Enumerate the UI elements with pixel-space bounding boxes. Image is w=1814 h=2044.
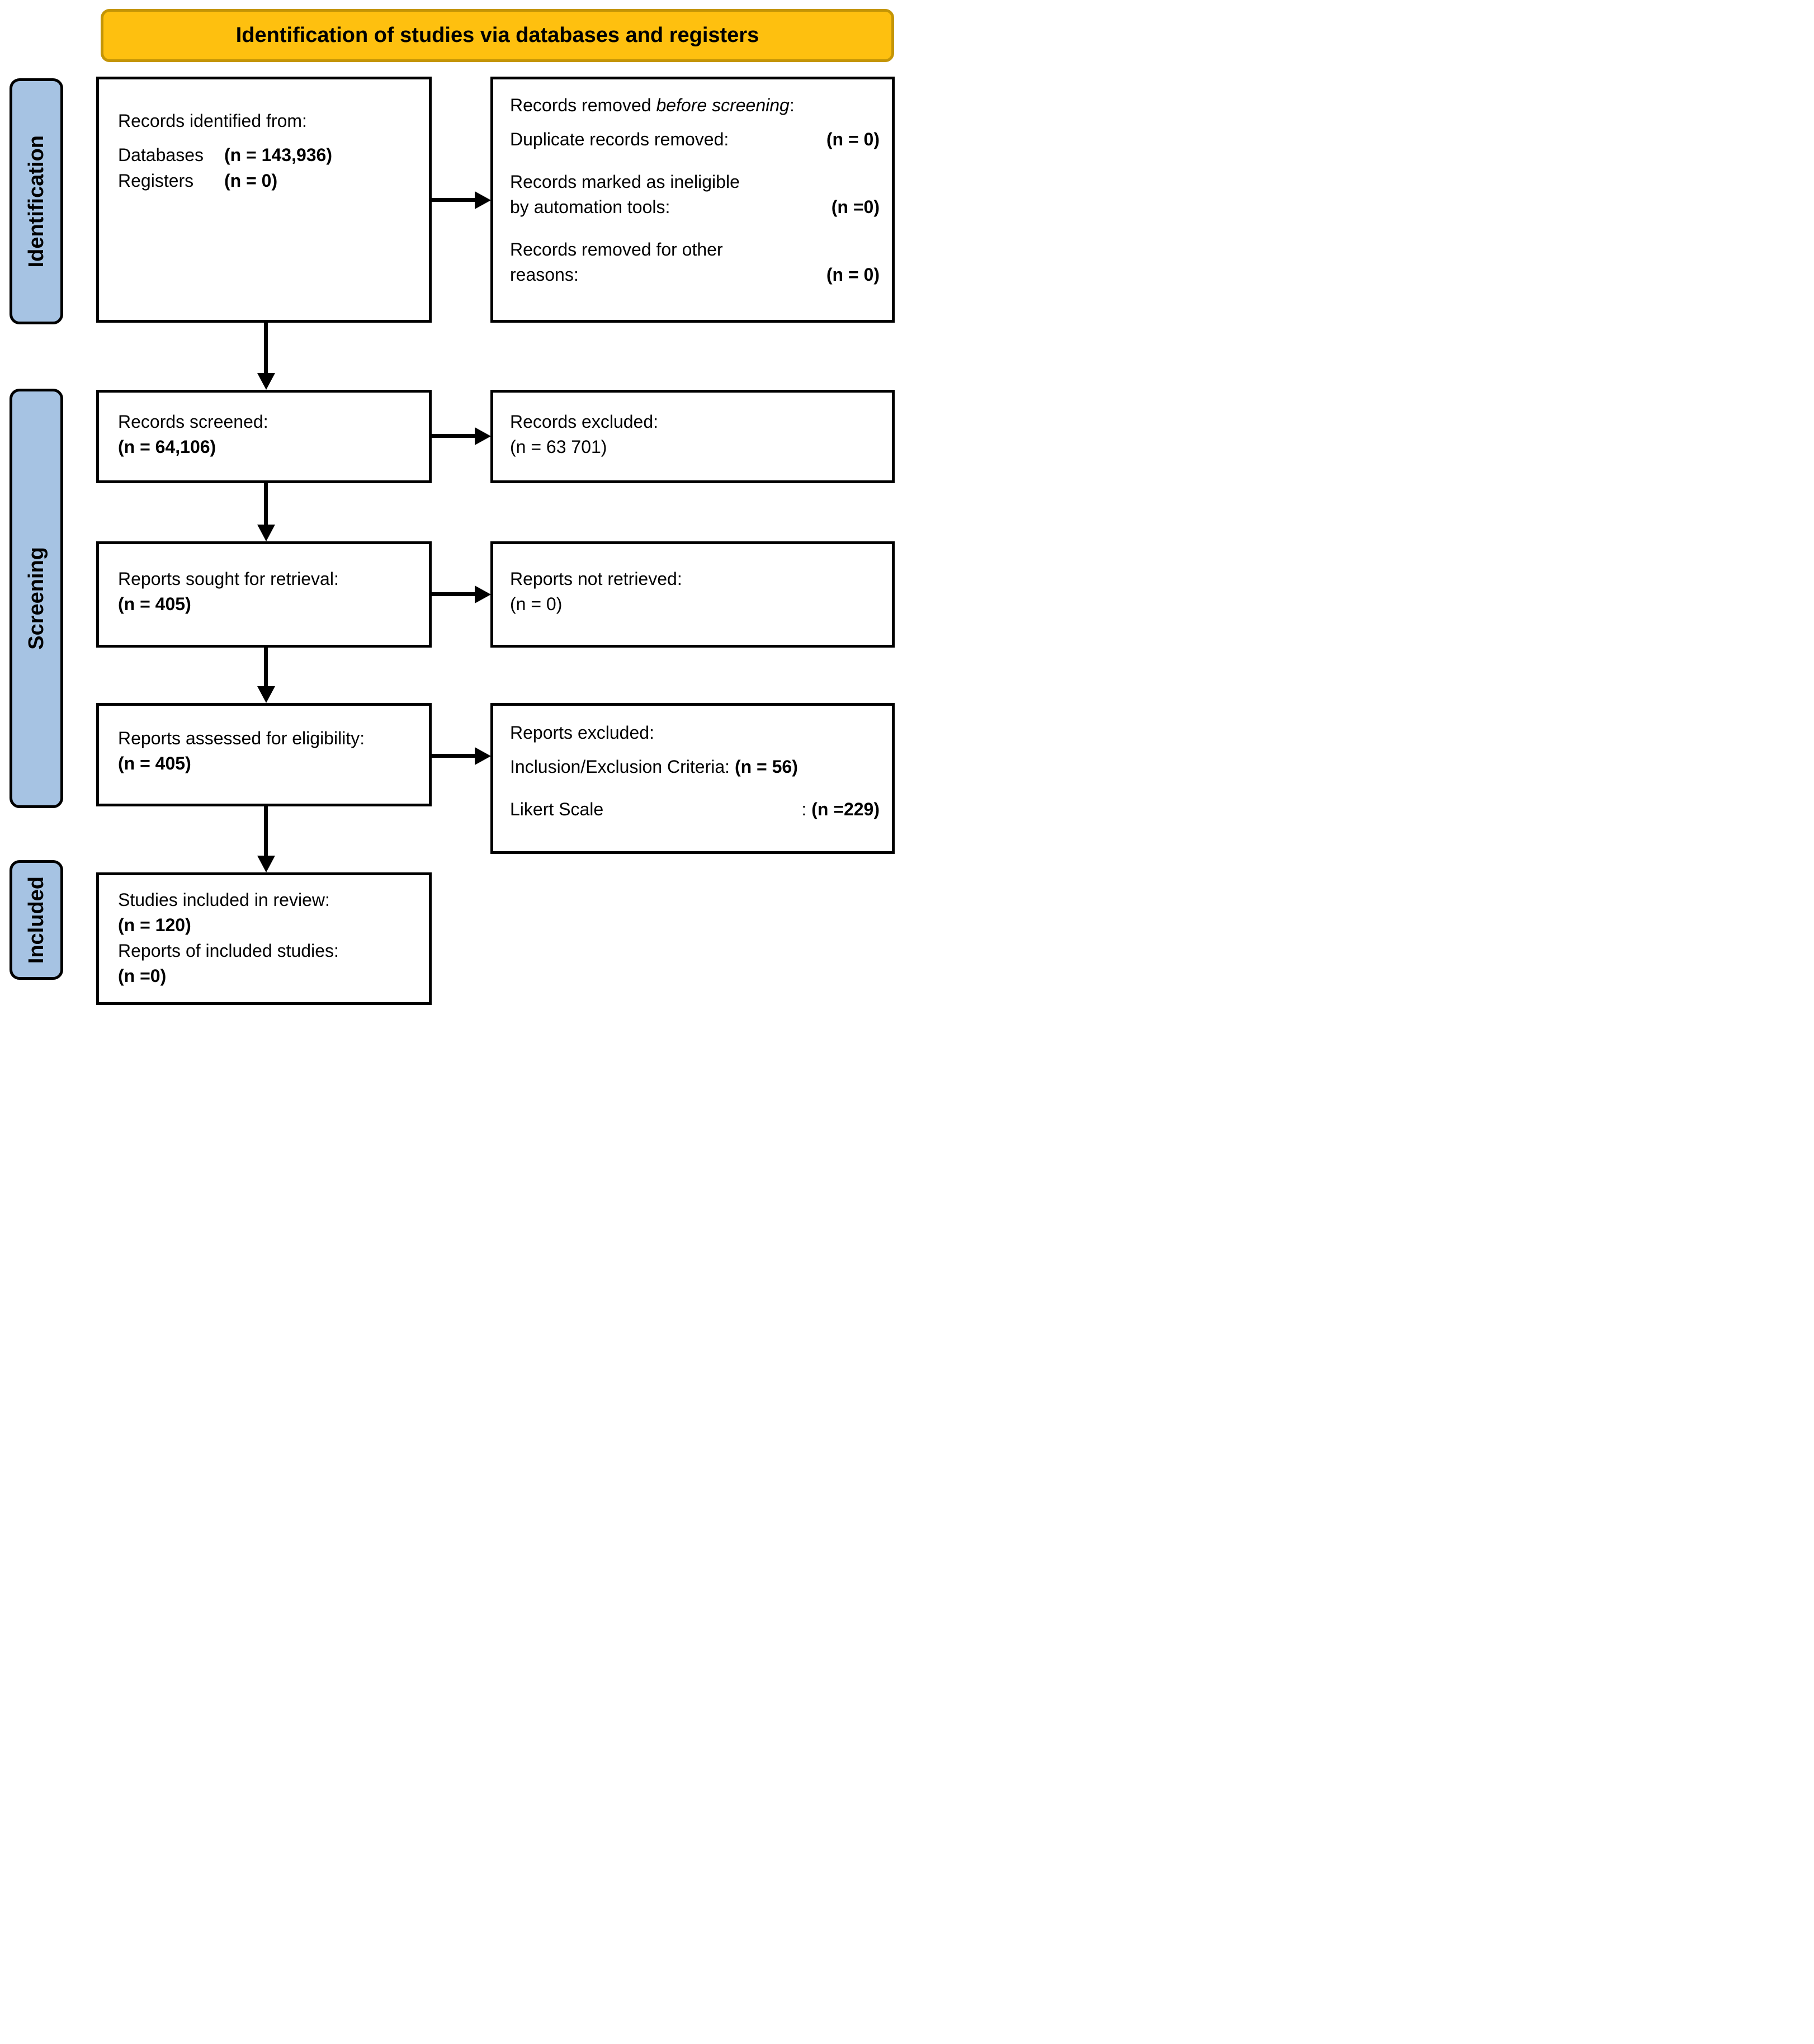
box-records-identified: Records identified from: Databases (n = … [96, 77, 432, 323]
arrow-head-icon [475, 191, 491, 209]
reports-not-retrieved-count: (n = 0) [510, 594, 563, 615]
spacer [510, 118, 880, 127]
likert-separator: : [801, 799, 812, 819]
arrow-stem [432, 592, 475, 596]
arrow-stem [264, 648, 268, 687]
box-reports-not-retrieved: Reports not retrieved: (n = 0) [490, 541, 895, 648]
other-reasons-label-line1: Records removed for other [510, 239, 723, 259]
arrow-stem [432, 198, 475, 202]
registers-label: Registers [118, 170, 194, 191]
box-records-excluded: Records excluded: (n = 63 701) [490, 390, 895, 483]
records-identified-registers-row: Registers (n = 0) [118, 168, 423, 193]
records-identified-databases-row: Databases (n = 143,936) [118, 143, 423, 168]
automation-label-line1: Records marked as ineligible [510, 171, 740, 192]
spacer [510, 745, 880, 754]
phase-tab-identification: Identification [10, 78, 63, 324]
records-excluded-count: (n = 63 701) [510, 437, 607, 457]
arrow-head-icon [257, 856, 275, 872]
reports-included-count: (n =0) [118, 966, 167, 986]
records-removed-heading-prefix: Records removed [510, 95, 656, 115]
criteria-count: (n = 56) [734, 757, 798, 777]
duplicates-count: (n = 0) [826, 129, 880, 150]
arrow-stem [432, 754, 475, 758]
arrow-head-icon [257, 525, 275, 541]
spacer [118, 134, 423, 143]
likert-count-group: : (n =229) [801, 797, 880, 822]
other-reasons-entry: Records removed for other reasons: (n = … [510, 237, 880, 288]
automation-count: (n =0) [831, 197, 880, 218]
likert-entry: Likert Scale : (n =229) [510, 797, 880, 822]
spacer [510, 153, 880, 169]
arrow-stem [264, 806, 268, 856]
reports-excluded-heading: Reports excluded: [510, 723, 654, 743]
likert-count: (n =229) [811, 799, 880, 819]
reports-sought-count: (n = 405) [118, 594, 191, 615]
likert-label: Likert Scale [510, 799, 604, 819]
reports-included-label: Reports of included studies: [118, 940, 339, 961]
spacer [510, 780, 880, 797]
records-screened-label: Records screened: [118, 412, 268, 432]
automation-label-line2: by automation tools: [510, 197, 670, 218]
databases-count: (n = 143,936) [224, 145, 332, 166]
automation-label: Records marked as ineligible by automati… [510, 169, 740, 220]
records-screened-count: (n = 64,106) [118, 437, 216, 457]
phase-tab-identification-label: Identification [24, 135, 48, 268]
box-records-removed: Records removed before screening: Duplic… [490, 77, 895, 323]
phase-tab-included: Included [10, 860, 63, 980]
phase-tab-included-label: Included [24, 876, 48, 964]
reports-assessed-count: (n = 405) [118, 753, 191, 774]
automation-entry: Records marked as ineligible by automati… [510, 169, 880, 220]
arrow-head-icon [257, 373, 275, 390]
box-studies-included: Studies included in review: (n = 120) Re… [96, 872, 432, 1005]
other-reasons-count: (n = 0) [826, 265, 880, 285]
phase-tab-screening-label: Screening [24, 547, 48, 650]
arrow-head-icon [475, 586, 491, 603]
records-removed-heading-italic: before screening [656, 95, 790, 115]
criteria-label: Inclusion/Exclusion Criteria: [510, 757, 730, 777]
databases-label: Databases [118, 145, 204, 166]
records-removed-heading-suffix: : [789, 95, 795, 115]
studies-included-count: (n = 120) [118, 915, 191, 936]
prisma-flow-diagram: Identification of studies via databases … [0, 0, 907, 1022]
criteria-entry: Inclusion/Exclusion Criteria: (n = 56) [510, 754, 880, 780]
arrow-head-icon [257, 686, 275, 703]
arrow-head-icon [475, 747, 491, 765]
box-reports-assessed: Reports assessed for eligibility: (n = 4… [96, 703, 432, 806]
banner-title-text: Identification of studies via databases … [235, 23, 759, 47]
records-excluded-label: Records excluded: [510, 412, 659, 432]
duplicates-entry: Duplicate records removed: (n = 0) [510, 127, 880, 152]
duplicates-label: Duplicate records removed: [510, 129, 729, 150]
reports-not-retrieved-label: Reports not retrieved: [510, 569, 682, 589]
studies-included-label: Studies included in review: [118, 890, 330, 910]
box-reports-sought: Reports sought for retrieval: (n = 405) [96, 541, 432, 648]
spacer [510, 220, 880, 237]
reports-assessed-label: Reports assessed for eligibility: [118, 728, 365, 748]
banner-title: Identification of studies via databases … [101, 9, 894, 62]
records-identified-heading: Records identified from: [118, 111, 307, 131]
reports-sought-label: Reports sought for retrieval: [118, 569, 339, 589]
registers-count: (n = 0) [224, 170, 278, 191]
phase-tab-screening: Screening [10, 389, 63, 808]
box-reports-excluded: Reports excluded: Inclusion/Exclusion Cr… [490, 703, 895, 854]
other-reasons-label-line2: reasons: [510, 265, 579, 285]
records-removed-heading: Records removed before screening: [510, 93, 880, 118]
other-reasons-label: Records removed for other reasons: [510, 237, 723, 288]
arrow-stem [264, 323, 268, 374]
arrow-head-icon [475, 427, 491, 445]
box-records-screened: Records screened: (n = 64,106) [96, 390, 432, 483]
arrow-stem [264, 483, 268, 525]
arrow-stem [432, 434, 475, 438]
